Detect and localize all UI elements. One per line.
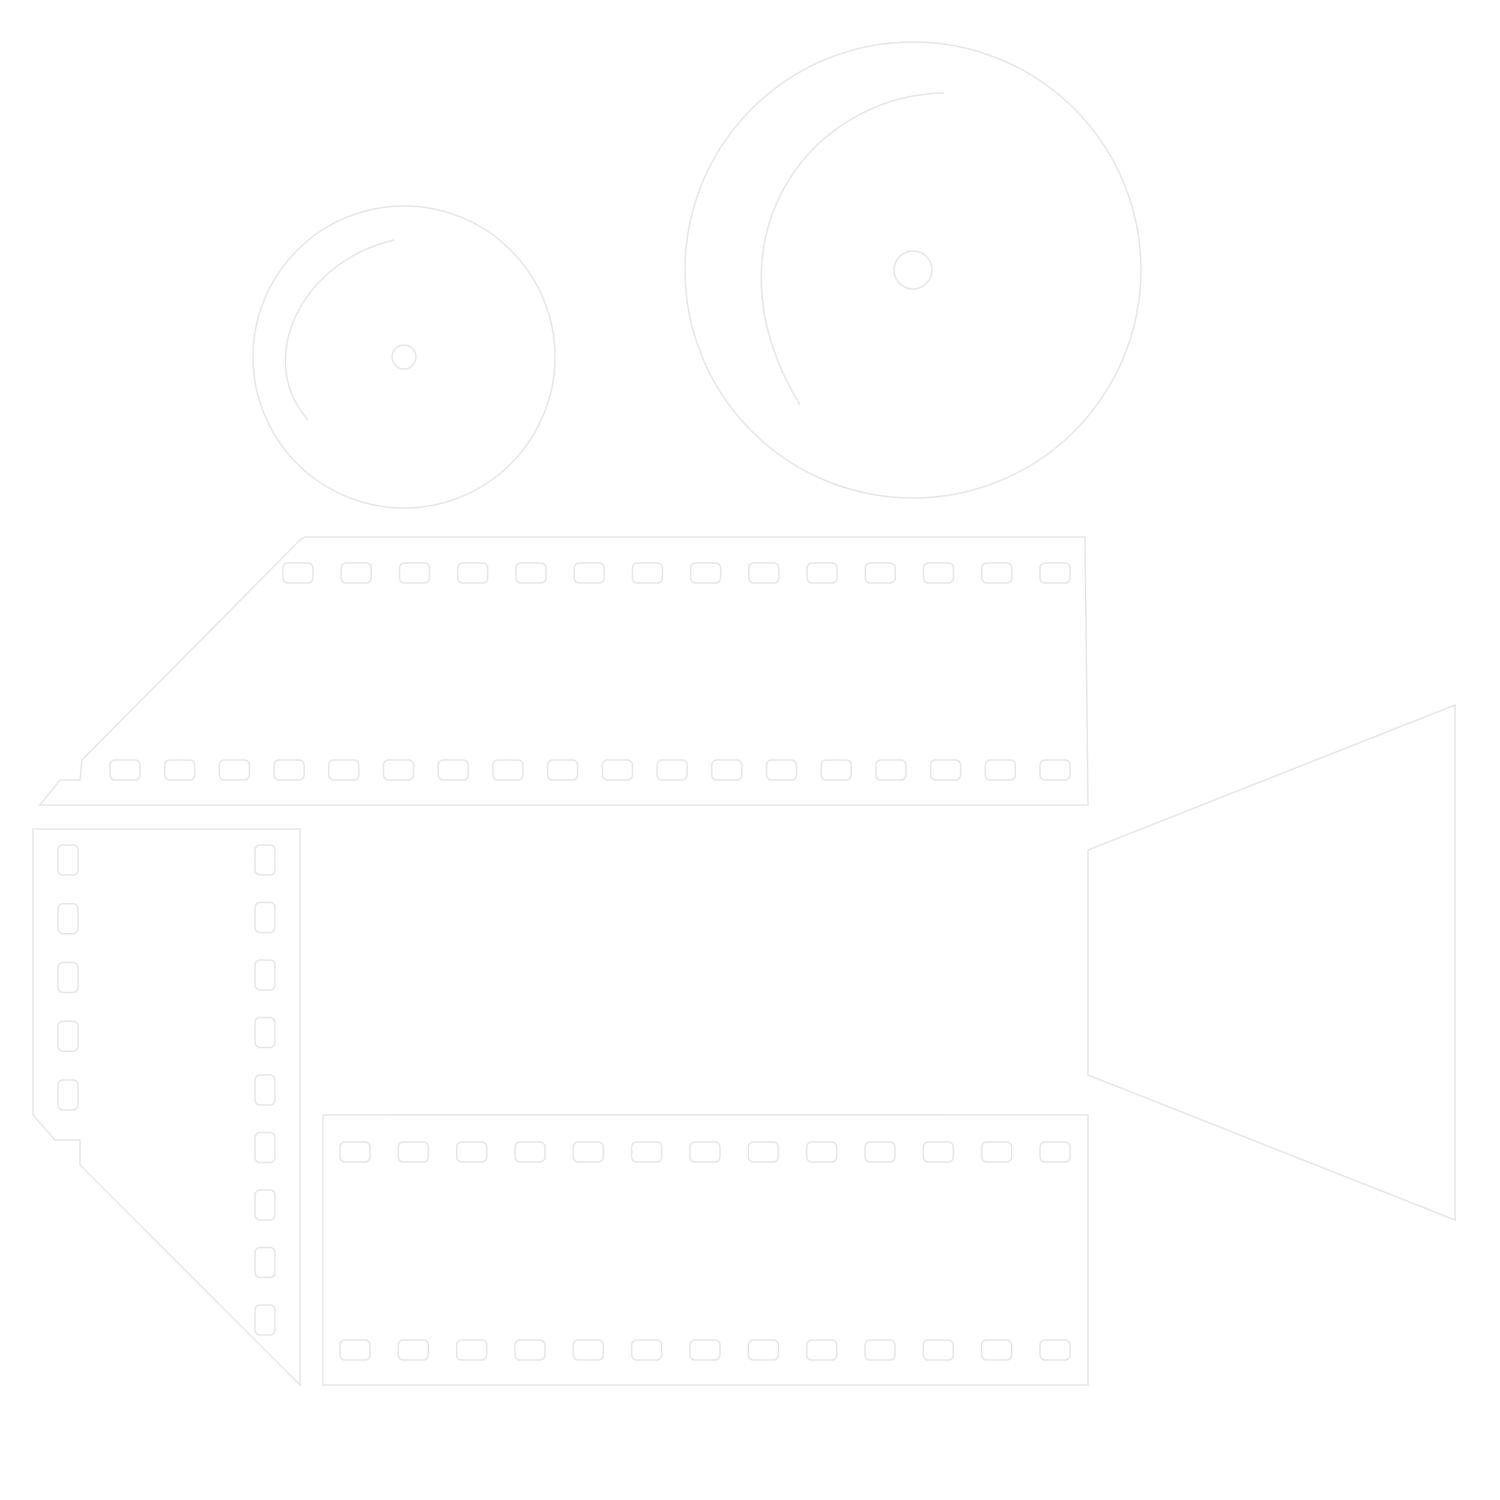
sprocket-hole bbox=[656, 759, 688, 781]
large-reel-icon bbox=[684, 41, 1142, 499]
sprocket-hole bbox=[981, 562, 1013, 584]
sprocket-hole bbox=[630, 1339, 663, 1361]
sprocket-hole bbox=[398, 562, 431, 584]
sprocket-hole bbox=[1039, 562, 1071, 584]
sprocket-hole bbox=[339, 1339, 371, 1361]
sprocket-hole bbox=[689, 1141, 721, 1163]
sprocket-hole bbox=[514, 1141, 546, 1163]
sprocket-hole bbox=[514, 1339, 546, 1361]
sprocket-hole bbox=[340, 562, 372, 584]
sprocket-row-top-lower bbox=[109, 759, 1071, 781]
sprocket-hole bbox=[254, 1016, 276, 1049]
sprocket-hole bbox=[397, 1339, 430, 1361]
sprocket-column-left-a bbox=[57, 844, 79, 1111]
sprocket-hole bbox=[254, 1074, 276, 1106]
small-reel-icon bbox=[252, 205, 556, 509]
sprocket-hole bbox=[328, 759, 360, 781]
sprocket-hole bbox=[922, 562, 955, 584]
sprocket-hole bbox=[109, 759, 141, 781]
sprocket-hole bbox=[922, 1141, 955, 1163]
sprocket-hole bbox=[254, 1246, 276, 1279]
sprocket-hole bbox=[805, 1141, 838, 1163]
sprocket-hole bbox=[747, 1339, 780, 1361]
sprocket-hole bbox=[689, 1339, 721, 1361]
sprocket-column-left-b bbox=[254, 844, 276, 1336]
sprocket-hole bbox=[980, 1141, 1013, 1163]
sprocket-hole bbox=[805, 1339, 838, 1361]
sprocket-hole bbox=[864, 1339, 896, 1361]
sprocket-hole bbox=[455, 1339, 488, 1361]
sprocket-hole bbox=[747, 1141, 780, 1163]
sprocket-hole bbox=[630, 1141, 663, 1163]
sprocket-hole bbox=[1039, 759, 1071, 781]
sprocket-hole bbox=[864, 562, 897, 584]
sprocket-hole bbox=[711, 759, 743, 781]
sprocket-hole bbox=[382, 759, 415, 781]
sprocket-row-bottom-lower bbox=[339, 1339, 1071, 1361]
sprocket-hole bbox=[57, 1020, 79, 1053]
sprocket-hole bbox=[572, 1141, 605, 1163]
sprocket-hole bbox=[572, 1339, 605, 1361]
sprocket-hole bbox=[748, 562, 780, 584]
sprocket-hole bbox=[546, 759, 579, 781]
sprocket-hole bbox=[456, 562, 489, 584]
sprocket-hole bbox=[218, 759, 251, 781]
sprocket-hole bbox=[254, 901, 276, 934]
sprocket-hole bbox=[573, 562, 605, 584]
sprocket-hole bbox=[1039, 1141, 1071, 1163]
sprocket-hole bbox=[397, 1141, 430, 1163]
sprocket-row-bottom-upper bbox=[339, 1141, 1071, 1163]
sprocket-hole bbox=[820, 759, 852, 781]
sprocket-hole bbox=[929, 759, 962, 781]
sprocket-hole bbox=[163, 759, 196, 781]
sprocket-hole bbox=[57, 903, 79, 935]
sprocket-hole bbox=[273, 759, 305, 781]
sprocket-hole bbox=[57, 1079, 79, 1111]
sprocket-hole bbox=[57, 844, 79, 876]
film-strip-bottom bbox=[322, 1114, 1089, 1386]
sprocket-hole bbox=[631, 562, 664, 584]
sprocket-hole bbox=[254, 959, 276, 991]
sprocket-hole bbox=[765, 759, 798, 781]
sprocket-hole bbox=[601, 759, 634, 781]
sprocket-hole bbox=[864, 1141, 896, 1163]
sprocket-hole bbox=[1039, 1339, 1071, 1361]
sprocket-hole bbox=[339, 1141, 371, 1163]
sprocket-hole bbox=[515, 562, 547, 584]
sprocket-row-top-upper bbox=[282, 562, 1071, 584]
film-strip-top bbox=[38, 536, 1089, 806]
sprocket-hole bbox=[455, 1141, 488, 1163]
sprocket-hole bbox=[922, 1339, 955, 1361]
sprocket-hole bbox=[492, 759, 524, 781]
sprocket-hole bbox=[57, 961, 79, 994]
sprocket-hole bbox=[875, 759, 907, 781]
sprocket-hole bbox=[689, 562, 722, 584]
film-strip-left bbox=[32, 828, 301, 1387]
sprocket-hole bbox=[254, 1304, 276, 1336]
sprocket-hole bbox=[806, 562, 838, 584]
sprocket-hole bbox=[254, 1189, 276, 1221]
sprocket-hole bbox=[282, 562, 314, 584]
sprocket-hole bbox=[254, 844, 276, 876]
lens-cone-icon bbox=[1087, 703, 1456, 1222]
sprocket-hole bbox=[437, 759, 469, 781]
sprocket-hole bbox=[984, 759, 1017, 781]
sprocket-hole bbox=[980, 1339, 1013, 1361]
sprocket-hole bbox=[254, 1131, 276, 1164]
